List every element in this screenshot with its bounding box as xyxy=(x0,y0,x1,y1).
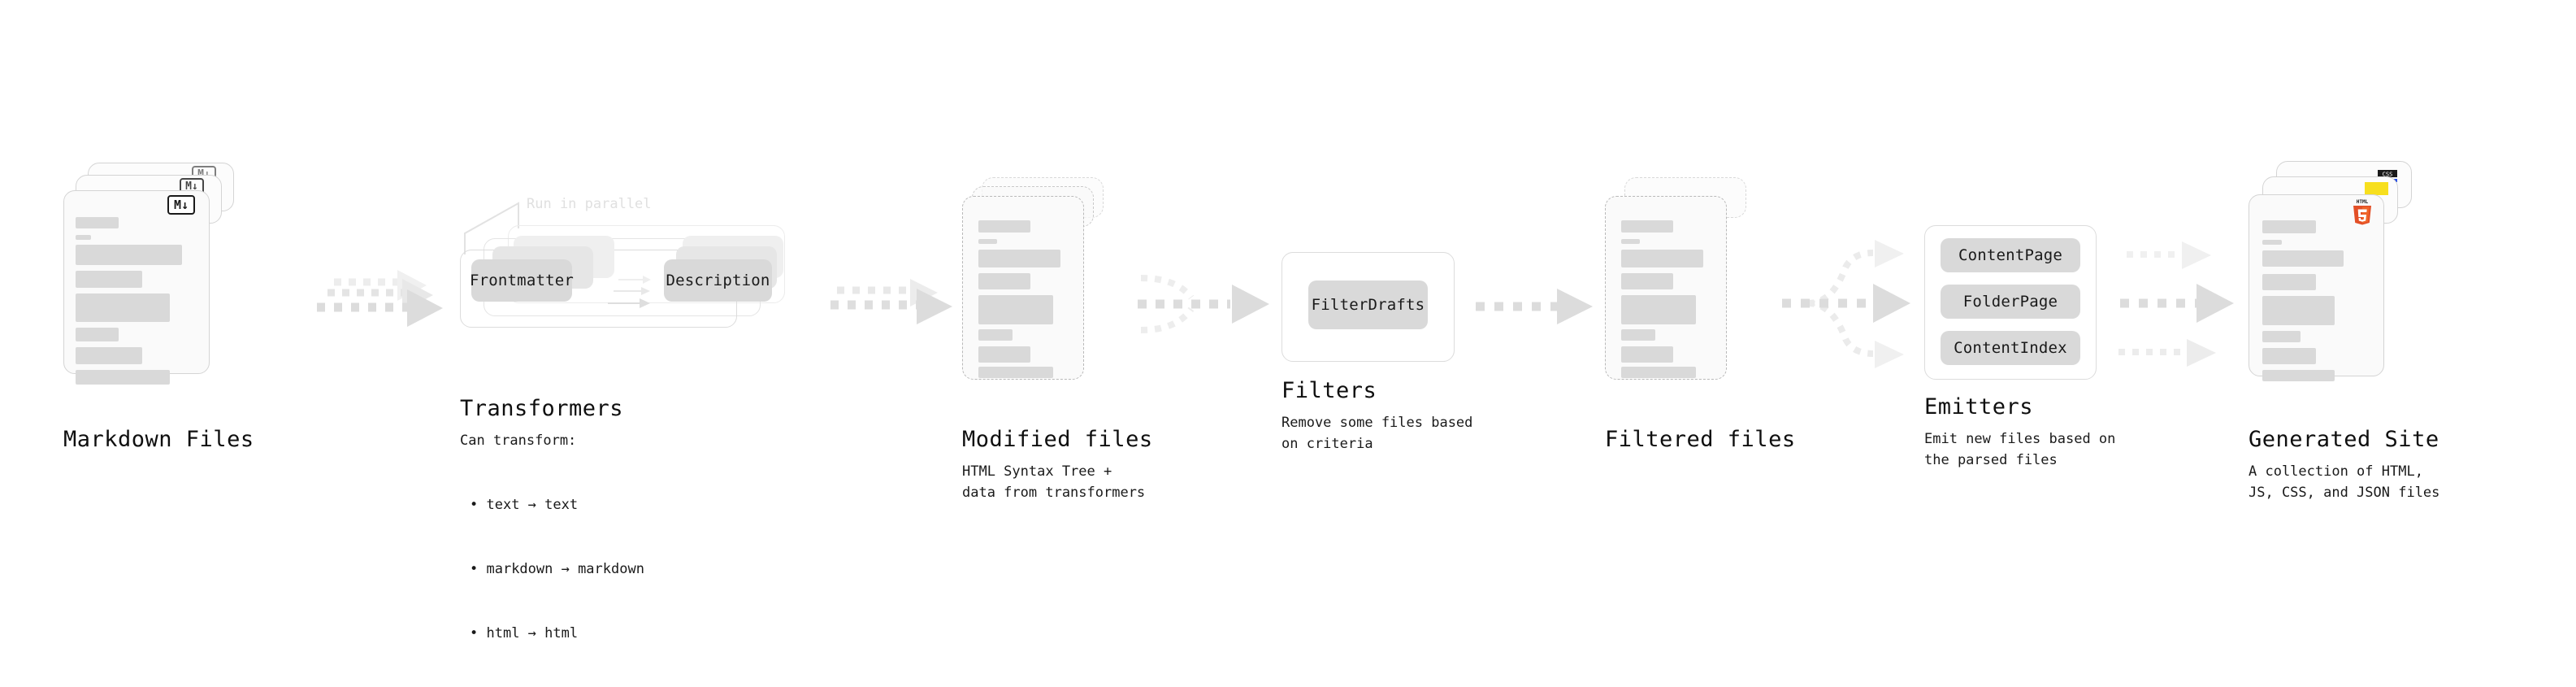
emitters-box xyxy=(1924,225,2097,380)
emitters-title: Emitters xyxy=(1924,394,2034,420)
connector-filtered-to-emitters xyxy=(1782,240,1910,368)
skeleton-bar xyxy=(1621,273,1673,289)
skeleton-bar xyxy=(2262,240,2282,245)
skeleton-bar xyxy=(76,245,182,265)
emitter-chip-label: FolderPage xyxy=(1962,293,2058,311)
filters-title: Filters xyxy=(1281,378,1377,403)
transformers-title: Transformers xyxy=(460,396,624,421)
markdown-files-title: Markdown Files xyxy=(63,427,254,452)
transformers-bullet: text → text xyxy=(470,494,644,515)
skeleton-bar xyxy=(2262,250,2344,267)
svg-text:HTML: HTML xyxy=(2357,199,2369,205)
skeleton-bar xyxy=(978,239,997,244)
filter-chip-filterdrafts[interactable]: FilterDrafts xyxy=(1308,280,1428,329)
connector-modified-to-filters xyxy=(1138,275,1269,333)
skeleton-bar xyxy=(978,250,1060,267)
modified-files-subtitle: HTML Syntax Tree + data from transformer… xyxy=(962,463,1146,501)
skeleton-bar xyxy=(2262,348,2316,364)
run-in-parallel-label: Run in parallel xyxy=(527,196,652,212)
skeleton-bar xyxy=(2262,296,2335,325)
emitter-chip-label: ContentIndex xyxy=(1954,339,2067,357)
skeleton-bar xyxy=(2262,220,2316,233)
emitters-subtitle: Emit new files based on the parsed files xyxy=(1924,431,2116,468)
filtered-files-title: Filtered files xyxy=(1605,427,1796,452)
filters-box xyxy=(1281,252,1455,362)
skeleton-bar xyxy=(1621,346,1673,363)
connector-filters-to-filtered xyxy=(1476,289,1593,324)
run-in-parallel-bracket xyxy=(464,202,519,254)
emitter-chip-folderpage[interactable]: FolderPage xyxy=(1941,285,2080,319)
skeleton-bar xyxy=(2262,274,2316,290)
transformer-chip-frontmatter[interactable]: Frontmatter xyxy=(469,259,575,302)
transformers-bullet: markdown → markdown xyxy=(470,559,644,580)
transformers-group: Run in parallel Frontmatter Descrip xyxy=(439,191,845,354)
transformer-internal-arrows xyxy=(608,276,651,308)
skeleton-bar xyxy=(978,367,1053,378)
markdown-icon-glyph: M↓ xyxy=(173,197,189,212)
skeleton-bar xyxy=(1621,295,1696,324)
markdown-icon-glyph: M↓ xyxy=(185,180,198,193)
skeleton-bar xyxy=(76,293,170,322)
transformer-chip-description[interactable]: Description xyxy=(664,259,772,302)
html5-icon: HTML xyxy=(2353,199,2371,225)
javascript-icon xyxy=(2365,182,2388,195)
emitter-chip-contentpage[interactable]: ContentPage xyxy=(1941,238,2080,272)
svg-text:CSS: CSS xyxy=(2383,172,2393,178)
filtered-files-stack xyxy=(1605,177,1751,380)
generated-site-stack: CSS HTML xyxy=(2249,161,2419,381)
transformers-bullets: text → text markdown → markdown html → h… xyxy=(470,451,644,687)
skeleton-bar xyxy=(76,328,119,341)
skeleton-bar xyxy=(1621,367,1696,378)
skeleton-bar xyxy=(76,217,119,228)
skeleton-bar xyxy=(978,295,1053,324)
skeleton-bar xyxy=(978,346,1030,363)
filters-subtitle: Remove some files based on criteria xyxy=(1281,415,1473,452)
transformers-subtitle: Can transform: xyxy=(460,433,577,449)
skeleton-bar xyxy=(2262,331,2301,342)
filter-chip-label: FilterDrafts xyxy=(1311,296,1425,314)
generated-site-subtitle: A collection of HTML, JS, CSS, and JSON … xyxy=(2249,463,2440,501)
skeleton-bar xyxy=(1621,239,1640,244)
modified-files-title: Modified files xyxy=(962,427,1153,452)
connector-transformers-to-modified xyxy=(830,279,952,324)
emitter-chip-label: ContentPage xyxy=(1958,246,2063,264)
skeleton-bar xyxy=(1621,220,1673,233)
transformer-chip-label: Description xyxy=(666,272,770,289)
skeleton-bar xyxy=(1621,329,1655,341)
skeleton-bar xyxy=(978,273,1030,289)
markdown-icon-front: M↓ xyxy=(167,195,195,215)
emitter-chip-contentindex[interactable]: ContentIndex xyxy=(1941,331,2080,365)
skeleton-bar xyxy=(76,370,170,385)
transformer-chip-label: Frontmatter xyxy=(469,272,575,289)
skeleton-bar xyxy=(978,329,1013,341)
skeleton-bar xyxy=(76,347,142,364)
skeleton-bar xyxy=(1621,250,1703,267)
generated-site-title: Generated Site xyxy=(2249,427,2439,452)
skeleton-bar xyxy=(76,271,142,288)
transformers-bullet: html → html xyxy=(470,623,644,644)
skeleton-bar xyxy=(2262,370,2335,381)
skeleton-bar xyxy=(76,235,91,240)
connector-md-to-transformers xyxy=(317,270,443,327)
skeleton-bar xyxy=(978,220,1030,233)
markdown-files-stack: M↓ M↓ M↓ xyxy=(63,163,234,385)
connector-emitters-to-site xyxy=(2118,241,2234,367)
modified-files-stack xyxy=(962,177,1108,380)
